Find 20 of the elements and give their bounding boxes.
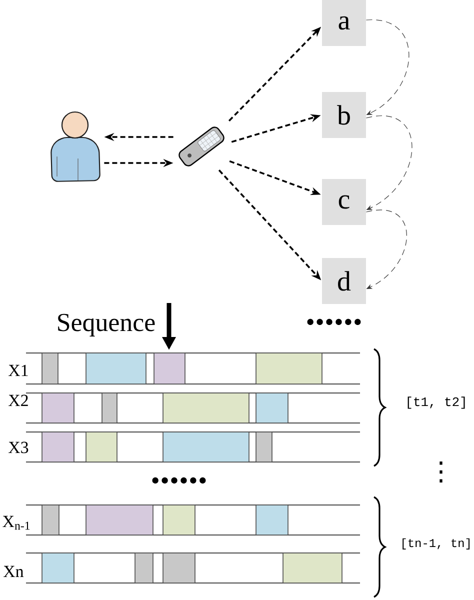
row-label: X3 [8, 442, 28, 454]
phone-icon [178, 126, 224, 166]
row-label: X2 [8, 394, 28, 406]
interval-label: [tn-1, tn] [402, 538, 470, 550]
ellipsis: ...... [307, 318, 361, 326]
curved-arrow [366, 115, 412, 210]
letter-box: c [322, 179, 366, 225]
ellipsis: ...... [152, 477, 206, 484]
vertical-ellipsis: ⋮ [440, 462, 442, 482]
curved-arrow [366, 20, 410, 115]
row-label: X$_{n-1}$ [2, 516, 30, 530]
row-label: Xn [3, 566, 24, 577]
letter-box: d [322, 258, 366, 304]
curved-arrow [366, 210, 407, 289]
letter-box: a [322, 0, 366, 46]
person-icon [50, 111, 100, 182]
letter-box: b [322, 92, 366, 138]
row-label: X1 [8, 364, 28, 376]
interval-label: [t1, t2] [408, 396, 465, 409]
sequence-label: Sequence [58, 314, 155, 337]
